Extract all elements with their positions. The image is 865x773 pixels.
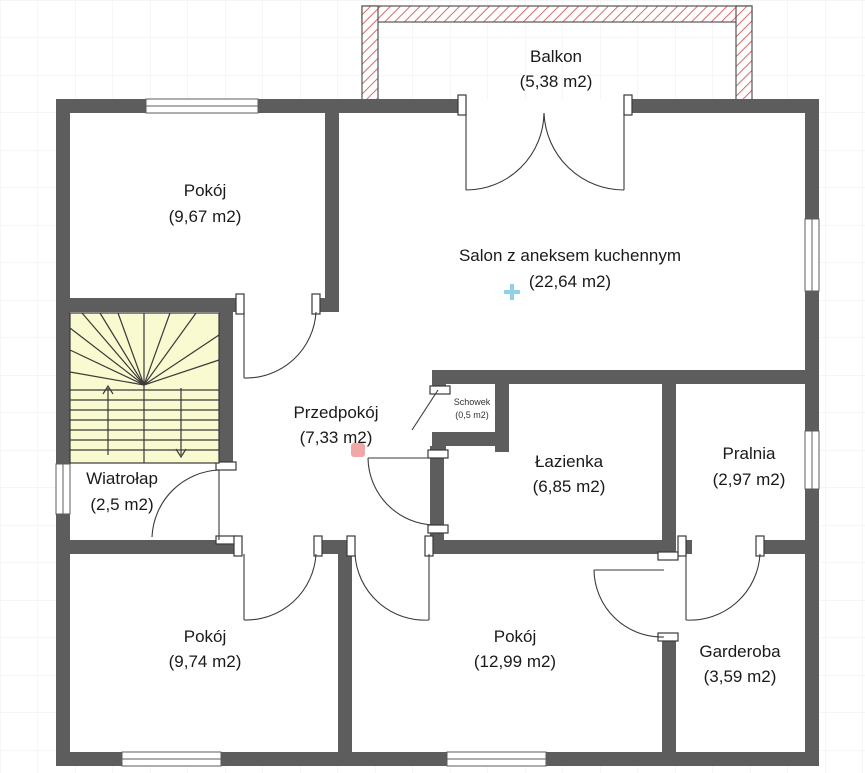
label-salon-name: Salon z aneksem kuchennym <box>459 246 681 265</box>
label-garderoba-area: (3,59 m2) <box>704 667 777 686</box>
label-pokoj-nw-area: (9,67 m2) <box>169 207 242 226</box>
label-lazienka-area: (6,85 m2) <box>533 477 606 496</box>
windows <box>55 98 820 767</box>
location-marker-icon[interactable] <box>351 443 365 457</box>
label-przedpokoj-area: (7,33 m2) <box>300 428 373 447</box>
balcony-parapet <box>361 5 753 111</box>
label-pralnia-area: (2,97 m2) <box>713 470 786 489</box>
label-schowek-area: (0,5 m2) <box>455 410 489 420</box>
label-schowek-name: Schowek <box>454 397 491 407</box>
label-balkon-area: (5,38 m2) <box>520 72 593 91</box>
walls <box>56 99 819 766</box>
staircase <box>69 312 220 464</box>
label-wiatrolap-area: (2,5 m2) <box>90 495 153 514</box>
label-balkon-name: Balkon <box>530 47 582 66</box>
label-lazienka-name: Łazienka <box>535 452 604 471</box>
doors <box>151 94 765 642</box>
label-pokoj-s-area: (12,99 m2) <box>474 652 556 671</box>
label-pokoj-nw-name: Pokój <box>184 181 227 200</box>
label-garderoba-name: Garderoba <box>699 642 781 661</box>
label-pralnia-name: Pralnia <box>723 444 776 463</box>
label-pokoj-sw-area: (9,74 m2) <box>169 652 242 671</box>
label-pokoj-sw-name: Pokój <box>184 627 227 646</box>
label-przedpokoj-name: Przedpokój <box>293 403 378 422</box>
add-marker-icon[interactable] <box>504 284 520 300</box>
label-salon-area: (22,64 m2) <box>529 272 611 291</box>
label-wiatrolap-name: Wiatrołap <box>86 469 158 488</box>
label-pokoj-s-name: Pokój <box>494 627 537 646</box>
